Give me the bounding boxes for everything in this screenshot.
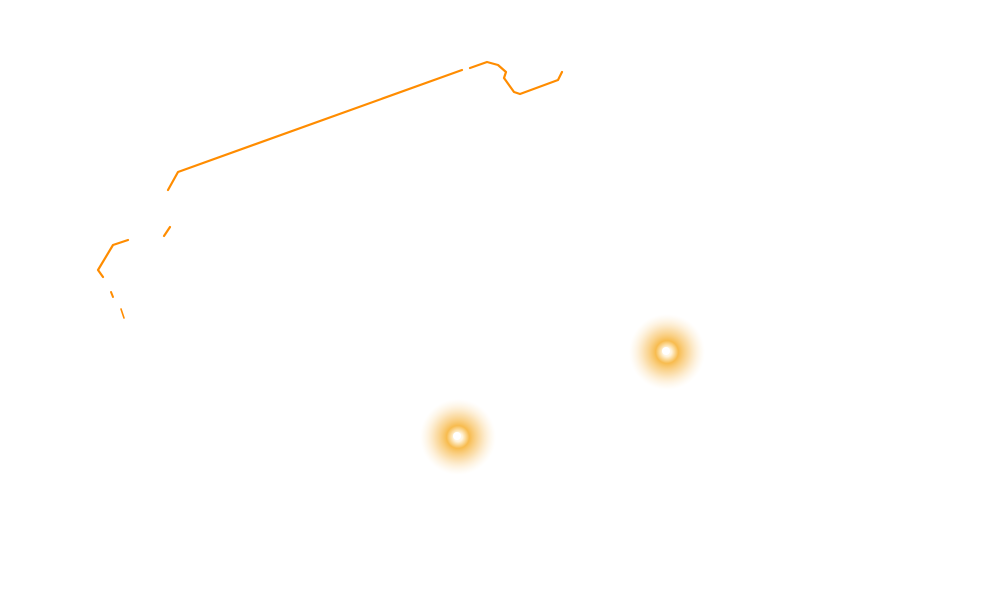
route-line[interactable] [162,225,172,238]
route-line[interactable] [120,308,125,319]
route-layer [96,60,564,319]
route-line[interactable] [110,291,114,298]
route-line[interactable] [468,60,564,96]
glow-marker-icon[interactable] [629,314,705,390]
glow-marker-icon[interactable] [420,399,496,475]
route-line[interactable] [96,238,130,279]
marker-layer [420,314,705,475]
route-line[interactable] [166,68,464,192]
